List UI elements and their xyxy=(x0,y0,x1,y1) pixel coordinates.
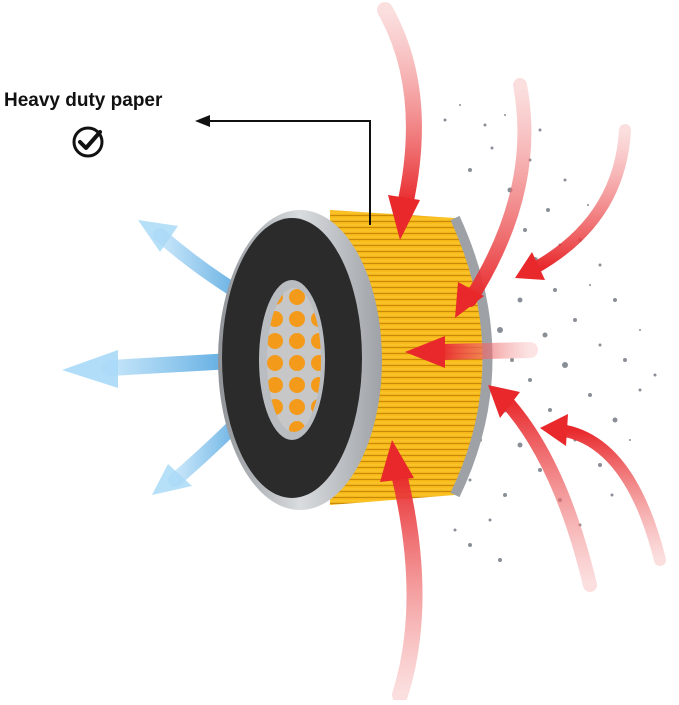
air-filter xyxy=(218,210,493,510)
callout-label: Heavy duty paper xyxy=(4,90,163,111)
callout-leader-line xyxy=(195,115,371,225)
inlet-arrow-icon xyxy=(377,2,666,703)
check-circle-icon xyxy=(72,126,104,158)
